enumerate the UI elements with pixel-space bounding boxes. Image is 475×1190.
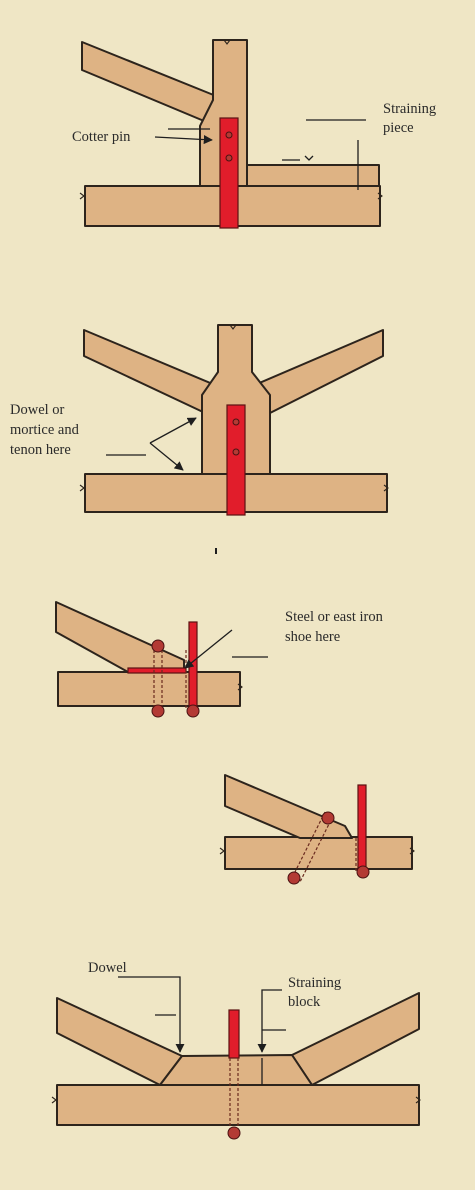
label-dowel-mortice-line1: Dowel or [10,402,65,418]
leader-line [118,976,185,1053]
steel-strap [228,1009,240,1059]
stray-mark [215,548,217,554]
steel-strap [357,784,367,876]
figure-king-post-cotter: Cotter pin Straining piece [72,39,436,229]
bolt-nut [186,704,200,718]
bolt-shank [291,811,334,883]
label-straining-block-line2: block [288,994,321,1010]
bolt-nut [227,1126,241,1140]
label-steel-shoe-line1: Steel or east iron [285,609,384,625]
label-dowel-mortice-line2: mortice and [10,422,80,438]
break-mark-icon [237,683,243,691]
bolt-shank [229,1058,239,1130]
figure-rafter-inclined-bolt [219,774,415,885]
steel-strap [219,117,239,229]
break-mark-icon [377,192,383,200]
bolt-nut [287,871,301,885]
break-mark-icon [79,484,85,492]
bolt-nut [151,704,165,718]
strap-bolt [232,448,240,456]
steel-shoe-plate [127,667,187,674]
strap-bolt [225,131,233,139]
label-cotter-pin: Cotter pin [72,129,131,145]
steel-strap [226,404,246,516]
leader-line [257,989,282,1053]
rafter-left [83,329,216,413]
figure-rafter-shoe: Steel or east iron shoe here [55,601,384,718]
arrow-icon [154,135,213,145]
label-dowel: Dowel [88,960,127,976]
break-mark-icon [229,324,237,330]
label-dowel-mortice-line3: tenon here [10,442,71,458]
rafter-right [256,329,384,414]
break-mark-icon [383,484,389,492]
steel-strap [188,621,198,713]
tie-beam [224,836,413,870]
break-mark-icon [219,847,225,855]
break-mark-icon [79,192,85,200]
figure-straining-block: Dowel Straining block [51,960,421,1140]
straining-block-timber [159,1054,313,1086]
arrow-icon [184,629,233,669]
bolt-nut [356,865,370,879]
bolt-shank [153,650,163,710]
break-mark-icon [415,1096,421,1104]
tie-beam [57,671,241,707]
arrow-icon [149,417,197,444]
bolt-nut [151,639,165,653]
strap-bolt [225,154,233,162]
rafter-foot [55,601,185,673]
rafter-left [56,997,183,1086]
label-straining-piece-line2: piece [383,120,414,136]
leader-mark [304,155,314,161]
arrow-icon [149,442,184,471]
label-steel-shoe-line2: shoe here [285,629,340,645]
bolt-nut [321,811,335,825]
rafter-foot [224,774,353,839]
label-straining-piece-line1: Straining [383,101,436,117]
straining-piece-timber [246,164,380,188]
rafter-left [81,41,217,127]
break-mark-icon [51,1096,57,1104]
figure-king-post-dowel: Dowel or mortice and tenon here [10,324,389,554]
break-mark-icon [223,39,231,45]
label-straining-block-line1: Straining [288,975,341,991]
strap-bolt [232,418,240,426]
break-mark-icon [409,847,415,855]
